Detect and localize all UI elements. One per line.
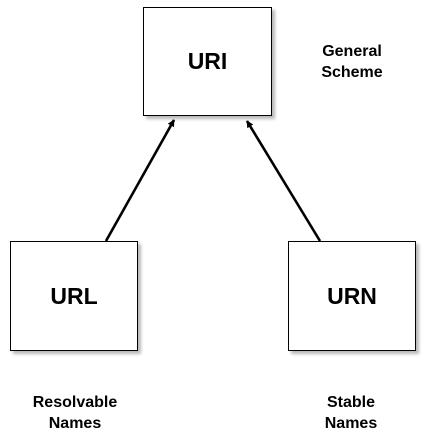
node-url-label: URL — [50, 282, 98, 309]
node-uri: URI — [143, 7, 272, 116]
caption-general-scheme: General Scheme — [302, 41, 402, 83]
node-urn-label: URN — [327, 282, 377, 309]
caption-general-line1: General — [322, 43, 382, 60]
arrow-urn-to-uri — [245, 120, 322, 242]
caption-stable-line1: Stable — [326, 394, 375, 411]
arrow-url-to-uri — [104, 119, 176, 242]
caption-resolvable-names: Resolvable Names — [20, 392, 130, 434]
node-url: URL — [10, 241, 138, 351]
node-uri-label: URI — [187, 48, 228, 74]
caption-stable-names: Stable Names — [301, 392, 401, 434]
node-urn: URN — [288, 241, 416, 351]
caption-general-line2: Scheme — [321, 64, 383, 81]
caption-resolvable-line1: Resolvable — [32, 394, 118, 411]
caption-resolvable-line2: Names — [48, 415, 102, 432]
caption-stable-line2: Names — [324, 415, 378, 432]
